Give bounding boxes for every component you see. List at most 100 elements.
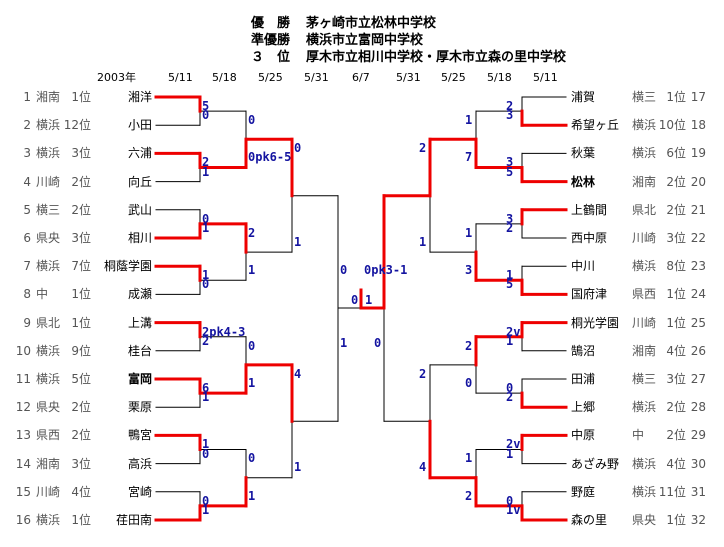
- team-number: 20: [690, 174, 706, 189]
- score-right-r1: 5: [506, 164, 514, 179]
- team-school: あざみ野: [571, 456, 620, 471]
- score-right-r1: 2: [506, 221, 514, 235]
- team-rank: 1位: [71, 315, 91, 330]
- team-region: 横三: [632, 90, 657, 104]
- team-school: 高浜: [127, 456, 152, 471]
- team-number: 8: [23, 287, 31, 302]
- team-region: 横浜: [36, 259, 61, 274]
- team-school: 桐蔭学園: [103, 259, 152, 274]
- team-school: 相川: [127, 231, 152, 245]
- team-rank: 3位: [666, 372, 686, 386]
- team-rank: 4位: [71, 484, 91, 499]
- team-number: 22: [690, 231, 706, 245]
- score-right-r1: 2v: [506, 324, 521, 339]
- score-right-r1: 2v: [506, 437, 521, 452]
- score-right-r3: 2: [419, 366, 427, 381]
- runnerup-school: 横浜市立富岡中学校: [306, 33, 424, 48]
- team-school: 宮崎: [127, 484, 152, 499]
- team-number: 3: [23, 146, 31, 161]
- score-right-r2: 3: [465, 263, 473, 278]
- date-right-r3: 5/25: [441, 71, 466, 84]
- team-school: 上鶴間: [571, 202, 608, 217]
- team-school: 希望ヶ丘: [571, 118, 620, 133]
- team-number: 10: [15, 343, 31, 358]
- score-right-r3: 2: [419, 141, 427, 155]
- score-left-r2: 0: [248, 338, 256, 353]
- winner-school: 茅ヶ崎市立松林中学校: [306, 16, 437, 31]
- team-region: 湘南: [632, 174, 657, 189]
- score-right-r1: 2: [506, 99, 514, 113]
- team-number: 25: [690, 315, 706, 330]
- team-rank: 4位: [666, 343, 686, 358]
- team-number: 15: [15, 484, 31, 499]
- team-number: 6: [23, 231, 31, 245]
- score-left-r2: 1: [248, 263, 256, 278]
- score-right-r1: 3: [506, 211, 514, 226]
- team-rank: 2位: [666, 202, 686, 217]
- team-school: 六浦: [127, 146, 152, 161]
- date-left-r1: 5/11: [168, 71, 193, 84]
- score-left-r1: 1: [202, 164, 210, 179]
- score-right-r1: 3: [506, 108, 514, 123]
- score-left-r2: 0pk6-5: [248, 150, 292, 165]
- team-region: 横浜: [36, 372, 61, 386]
- team-region: 川崎: [632, 315, 657, 330]
- team-region: 県北: [36, 315, 61, 330]
- team-number: 31: [690, 484, 706, 499]
- team-school: 湘洋: [127, 90, 152, 104]
- team-rank: 3位: [71, 146, 91, 161]
- team-school: 国府津: [571, 287, 608, 302]
- team-number: 16: [15, 513, 31, 527]
- team-region: 横浜: [36, 118, 61, 133]
- team-number: 5: [23, 202, 31, 217]
- team-rank: 2位: [71, 428, 91, 443]
- team-rank: 11位: [658, 484, 686, 499]
- team-region: 横三: [36, 202, 61, 217]
- bracket-lines-normal: [155, 96, 567, 507]
- team-school: 桐光学園: [571, 315, 620, 330]
- team-number: 1: [23, 90, 31, 104]
- team-region: 県央: [36, 400, 61, 415]
- score-right-r2: 1: [465, 113, 473, 127]
- bracket-lines-winning: [154, 95, 568, 522]
- score-left-r1: 0: [202, 108, 210, 123]
- winner-label: 優 勝: [251, 16, 291, 31]
- team-region: 中: [36, 287, 49, 302]
- team-region: 横浜: [632, 456, 657, 471]
- score-right-semi-bottom: 0: [374, 336, 382, 350]
- date-left-semi: 5/31: [304, 71, 329, 84]
- score-left-r2: 1: [248, 488, 256, 503]
- score-final-right: 1: [365, 293, 373, 307]
- team-number: 4: [23, 174, 31, 189]
- team-number: 7: [23, 259, 31, 274]
- score-right-r1: 1v: [506, 503, 521, 517]
- score-right-r2: 0: [465, 376, 473, 390]
- team-rank: 12位: [63, 118, 91, 133]
- team-rank: 1位: [666, 513, 686, 527]
- team-rank: 1位: [71, 513, 91, 527]
- team-rank: 7位: [71, 259, 91, 274]
- team-rank: 4位: [666, 456, 686, 471]
- score-left-r1: 1: [202, 390, 210, 405]
- score-right-r2: 1: [465, 451, 473, 466]
- score-right-r2: 7: [465, 150, 473, 165]
- score-right-r1: 1: [506, 268, 514, 283]
- team-region: 県央: [36, 231, 61, 245]
- date-right-r2: 5/18: [487, 71, 512, 84]
- team-number: 26: [690, 343, 706, 358]
- date-left-r2: 5/18: [212, 71, 237, 84]
- team-number: 29: [690, 428, 706, 443]
- score-left-r2: 2: [248, 225, 256, 240]
- team-region: 川崎: [36, 174, 61, 189]
- score-left-r2: 1: [248, 376, 256, 390]
- team-rank: 3位: [71, 456, 91, 471]
- team-school: 成瀬: [127, 287, 152, 302]
- team-school: 上溝: [127, 315, 152, 330]
- date-final: 6/7: [352, 71, 370, 84]
- team-number: 11: [15, 372, 31, 386]
- team-region: 県北: [632, 202, 657, 217]
- team-rank: 8位: [666, 259, 686, 274]
- team-number: 14: [15, 456, 31, 471]
- score-left-semi-bottom: 1: [340, 336, 348, 350]
- team-school: 森の里: [571, 513, 608, 527]
